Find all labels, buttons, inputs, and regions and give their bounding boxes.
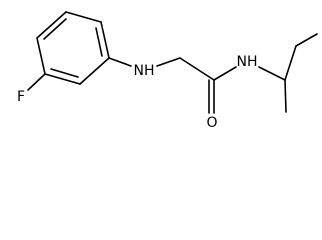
phenyl-ring (36, 11, 110, 85)
ethyl-terminal-bond (295, 33, 318, 47)
ring-bond (36, 37, 46, 75)
ring-bond (65, 11, 102, 23)
fluorine-label: F (17, 89, 25, 105)
amide-nh-label: NH (237, 54, 258, 70)
ch-methyl-bond (284, 79, 287, 113)
ch-ethyl-bond (284, 45, 297, 81)
ring-bond (44, 73, 81, 85)
ring-double-bond (50, 68, 79, 78)
ring-n-bond (108, 57, 132, 67)
molecule-diagram: F NH O NH (17, 11, 318, 131)
ring-bond (79, 57, 110, 85)
structure-canvas: F NH O NH (16, 11, 318, 131)
carbonyl-o-label: O (206, 115, 217, 131)
ch2-carbonyl-bond (179, 57, 215, 81)
n-ch2-bond (156, 57, 181, 67)
amine-nh-label: NH (134, 63, 155, 79)
ring-bond (36, 11, 67, 39)
ring-double-bond (43, 18, 67, 40)
ring-double-bond (95, 27, 103, 57)
n-ch-bond (258, 66, 286, 81)
ring-bond (100, 21, 110, 59)
carbonyl-n-bond (213, 66, 237, 81)
c-f-bond (27, 73, 46, 91)
